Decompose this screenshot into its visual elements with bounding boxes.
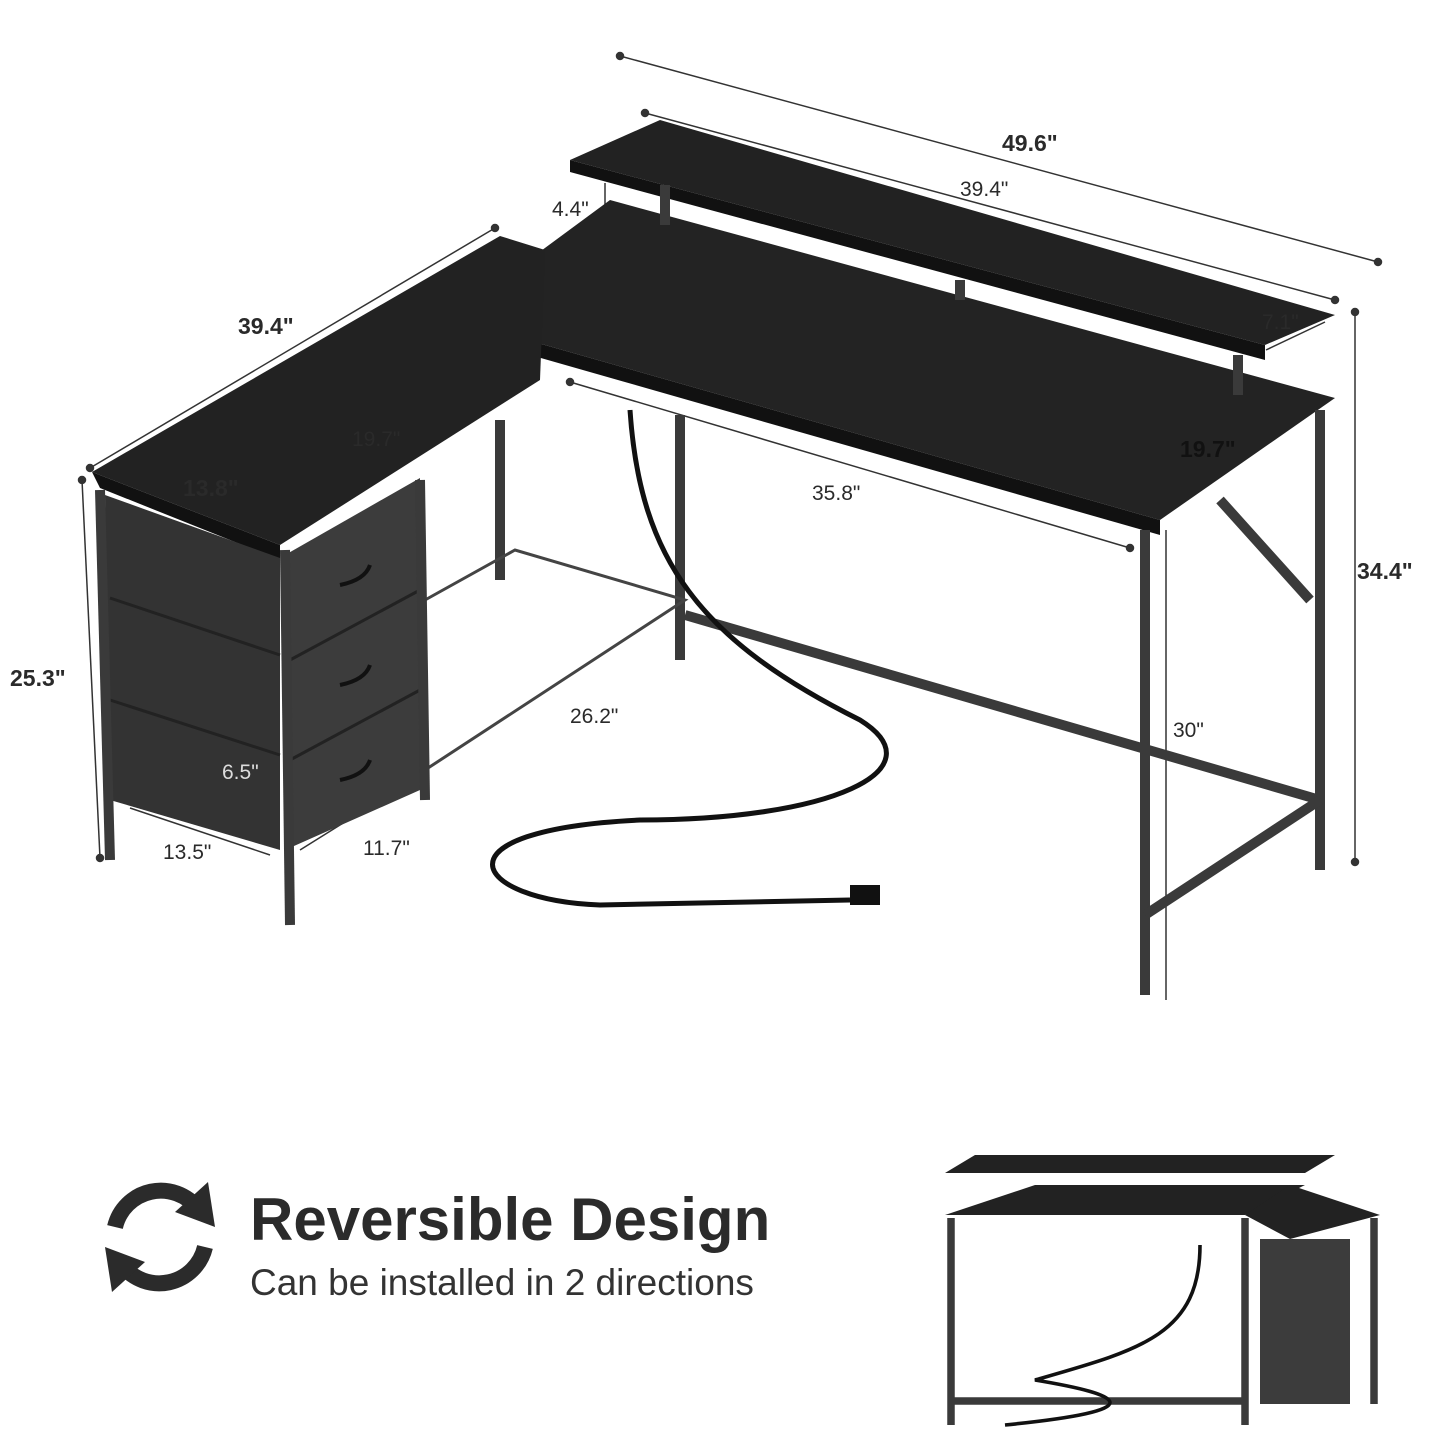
- dimension-lines: [77, 51, 1383, 1000]
- feature-subtitle: Can be installed in 2 directions: [250, 1262, 754, 1303]
- main-desk: [450, 120, 1335, 995]
- mesh-shelf: [423, 548, 689, 773]
- side-desk: [92, 236, 689, 926]
- dim-shelf-depth: 7.1": [1262, 311, 1299, 334]
- dim-total-height: 34.4": [1357, 558, 1413, 584]
- dim-inner-depth-left: 19.7": [352, 428, 401, 451]
- dim-cabinet-depth: 13.5": [163, 841, 212, 864]
- dim-desk-depth: 19.7": [1180, 436, 1236, 462]
- dim-side-depth: 13.8": [183, 475, 239, 501]
- cabinet-side-fabric: [105, 495, 280, 850]
- plug: [850, 885, 880, 905]
- feature-title: Reversible Design: [250, 1186, 771, 1253]
- power-cord: [490, 409, 889, 908]
- dim-desk-height: 30": [1173, 719, 1204, 742]
- dim-shelf-height: 4.4": [552, 198, 589, 221]
- dim-mesh-shelf-length: 26.2": [570, 705, 619, 728]
- dim-drawer-height: 6.5": [222, 761, 259, 784]
- reversible-thumbnail: [945, 1155, 1380, 1427]
- reverse-arrows-icon: [105, 1182, 215, 1292]
- dim-total-width: 49.6": [1002, 130, 1058, 156]
- dim-drawer-width: 11.7": [363, 837, 410, 860]
- dim-desk-inner-width: 35.8": [812, 482, 861, 505]
- drawers: [285, 478, 420, 850]
- dim-cabinet-height: 25.3": [10, 665, 66, 691]
- dim-side-length: 39.4": [238, 313, 294, 339]
- dim-shelf-width: 39.4": [960, 178, 1009, 201]
